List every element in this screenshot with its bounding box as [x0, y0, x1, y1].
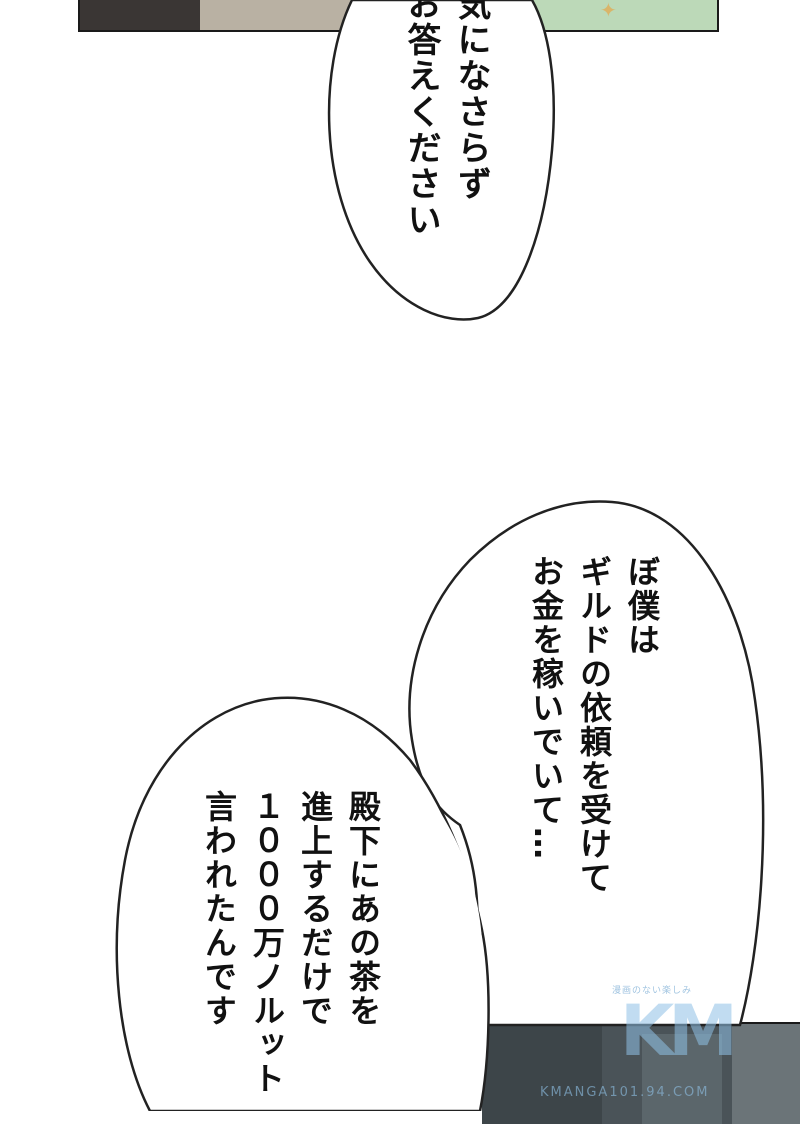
panel-shade	[642, 1034, 722, 1124]
panel-green-region	[520, 0, 717, 30]
bubble-left-line: 殿下にあの茶を	[344, 790, 382, 1028]
bubble-right-line: ぼ僕は	[623, 555, 661, 657]
speech-bubble-left	[115, 696, 490, 1111]
bubble-right-text: ぼ僕は ギルドの依頼を受けて お金を稼いでいて…	[522, 555, 666, 975]
bubble-right-line: ギルドの依頼を受けて	[575, 555, 613, 895]
watermark-tagline: 漫画のない楽しみ	[612, 986, 693, 996]
speech-bubble-top	[327, 0, 555, 321]
panel-dark-region	[80, 0, 200, 30]
bubble-top-line: 気になさらず	[451, 0, 491, 202]
panel-mid-region	[200, 0, 350, 30]
speech-bubble-right	[408, 500, 765, 1027]
panel-shade	[732, 1024, 800, 1124]
panel-shade	[482, 1024, 602, 1124]
bubble-left-text: 殿下にあの茶を 進上するだけで １０００万ノルット 言われたんです	[195, 790, 387, 1130]
bubble-left-line: １０００万ノルット	[248, 790, 286, 1096]
sparkle-icon: ✦	[600, 0, 617, 22]
bubble-left-line: 言われたんです	[200, 790, 238, 1028]
watermark-logo: KM	[620, 990, 738, 1072]
bubble-right-line: お金を稼いでいて…	[527, 555, 565, 861]
manga-panel-bottom	[482, 1022, 800, 1124]
bubble-left-line: 進上するだけで	[296, 790, 334, 1028]
watermark-url: KMANGA101.94.COM	[540, 1085, 710, 1100]
bubble-top-text: 気になさらず お答えください	[396, 0, 496, 286]
bubble-top-line: お答えください	[401, 0, 441, 238]
